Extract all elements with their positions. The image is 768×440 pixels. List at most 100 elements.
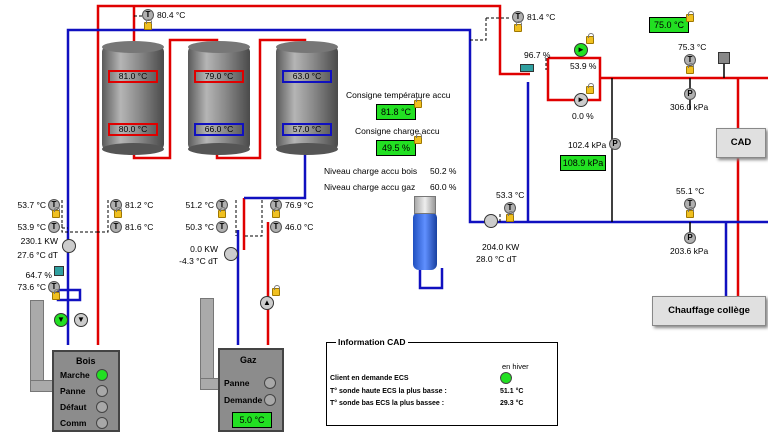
bois-led-marche — [96, 369, 108, 381]
tank-3-top-temp: 63.0 °C — [282, 70, 332, 83]
tank-2-top-temp: 79.0 °C — [194, 70, 244, 83]
pump1-pct: 53.9 % — [570, 61, 597, 71]
lock-icon — [272, 285, 280, 296]
hx-dt: 28.0 °C dT — [476, 254, 517, 264]
hx-icon[interactable] — [484, 214, 498, 228]
bois-out1-temp: 53.7 °C — [17, 200, 46, 210]
lock-icon — [514, 21, 522, 32]
cad-valve-icon[interactable] — [718, 52, 730, 64]
bois-in2-sensor[interactable]: T — [110, 221, 122, 233]
niveau-gaz-value: 60.0 % — [430, 182, 457, 192]
gaz-dt: -4.3 °C dT — [179, 256, 218, 266]
info-client-label: Client en demande ECS — [330, 375, 409, 382]
bois-pump-1-icon[interactable]: ▼ — [54, 313, 68, 327]
accu-tank-1 — [102, 41, 164, 155]
cad-p1-sensor[interactable]: P — [684, 88, 696, 100]
cad-p2-setpoint[interactable]: 108.9 kPa — [560, 155, 606, 171]
bois-led-comm — [96, 417, 108, 429]
gaz-value[interactable]: 5.0 °C — [232, 412, 272, 428]
gaz-row-demande: Demande — [224, 395, 263, 405]
lock-icon — [52, 289, 60, 300]
coll-p: 203.6 kPa — [670, 246, 709, 256]
cad-temp: 75.3 °C — [678, 42, 707, 52]
bois-row-comm: Comm — [60, 418, 87, 428]
bois-valve-pct: 64.7 % — [25, 270, 52, 280]
cad-p1: 306.0 kPa — [670, 102, 709, 112]
coll-temp: 55.1 °C — [676, 186, 705, 196]
gaz-t3-sensor[interactable]: T — [216, 221, 228, 233]
info-bas-label: T° sonde bas ECS la plus bassee : — [330, 400, 445, 407]
cad-actuator-icon[interactable] — [520, 64, 534, 72]
tank-3-bottom-temp: 57.0 °C — [282, 123, 332, 136]
info-cad-title: Information CAD — [336, 337, 408, 347]
lock-icon — [506, 211, 514, 222]
cad-setpoint[interactable]: 75.0 °C — [649, 17, 689, 33]
valve-cad-pct: 96.7 % — [524, 50, 551, 60]
gaz-led-panne — [264, 377, 276, 389]
cad-p2-sensor[interactable]: P — [609, 138, 621, 150]
niveau-bois-label: Niveau charge accu bois — [324, 166, 418, 176]
lock-icon — [218, 207, 226, 218]
bois-out2-sensor[interactable]: T — [48, 221, 60, 233]
lock-icon — [686, 63, 694, 74]
lock-icon — [52, 207, 60, 218]
lock-icon — [414, 133, 422, 144]
cad-pump-1-icon[interactable]: ► — [574, 43, 588, 57]
info-bas-value: 29.3 °C — [500, 400, 524, 407]
lock-icon — [586, 83, 594, 94]
pump2-pct: 0.0 % — [572, 111, 594, 121]
bois-boiler-panel — [52, 350, 120, 432]
cad-button[interactable]: CAD — [716, 128, 766, 158]
expansion-vessel — [413, 212, 437, 270]
cad-p2: 102.4 kPa — [568, 140, 607, 150]
gaz-title: Gaz — [240, 355, 257, 365]
gaz-t4-sensor[interactable]: T — [270, 221, 282, 233]
gaz-led-demande — [264, 394, 276, 406]
info-haute-value: 51.1 °C — [500, 388, 524, 395]
expansion-vessel-head — [414, 196, 436, 214]
temp-top-accu: 80.4 °C — [157, 10, 186, 20]
bois-valve-icon[interactable] — [62, 239, 76, 253]
bois-row-marche: Marche — [60, 370, 90, 380]
bois-in1-temp: 81.2 °C — [125, 200, 154, 210]
bois-flue — [30, 380, 54, 392]
bois-power: 230.1 KW — [20, 236, 58, 246]
niveau-bois-value: 50.2 % — [430, 166, 457, 176]
info-haute-label: T° sonde haute ECS la plus basse : — [330, 388, 447, 395]
lock-icon — [686, 11, 694, 22]
bois-pump-2-icon[interactable]: ▼ — [74, 313, 88, 327]
chauffage-button[interactable]: Chauffage collège — [652, 296, 766, 326]
consigne-temp-label: Consigne température accu — [346, 90, 451, 100]
gaz-row-panne: Panne — [224, 378, 250, 388]
info-cad-box — [326, 342, 558, 426]
bois-title: Bois — [76, 356, 96, 366]
bois-actuator-icon[interactable] — [54, 266, 64, 276]
niveau-gaz-label: Niveau charge accu gaz — [324, 182, 416, 192]
lock-icon — [114, 207, 122, 218]
bois-led-panne — [96, 385, 108, 397]
lock-icon — [272, 207, 280, 218]
bois-chimney — [30, 300, 44, 390]
bois-led-defaut — [96, 401, 108, 413]
info-client-led — [500, 372, 512, 384]
gaz-valve-icon[interactable] — [224, 247, 238, 261]
consigne-temp-value[interactable]: 81.8 °C — [376, 104, 416, 120]
lock-icon — [586, 33, 594, 44]
gaz-t2-temp: 76.9 °C — [285, 200, 314, 210]
tank-1-bottom-temp: 80.0 °C — [108, 123, 158, 136]
gaz-chimney — [200, 298, 214, 388]
info-mode: en hiver — [502, 362, 529, 371]
consigne-charge-label: Consigne charge accu — [355, 126, 440, 136]
bois-return-temp: 73.6 °C — [17, 282, 46, 292]
consigne-charge-value[interactable]: 49.5 % — [376, 140, 416, 156]
temp-top-right: 81.4 °C — [527, 12, 556, 22]
cad-pump-2-icon[interactable]: ► — [574, 93, 588, 107]
coll-p-sensor[interactable]: P — [684, 232, 696, 244]
accu-tank-2 — [188, 41, 250, 155]
lock-icon — [686, 207, 694, 218]
gaz-t4-temp: 46.0 °C — [285, 222, 314, 232]
hx-power: 204.0 KW — [482, 242, 520, 252]
tank-2-bottom-temp: 66.0 °C — [194, 123, 244, 136]
gaz-pump-icon[interactable]: ▲ — [260, 296, 274, 310]
